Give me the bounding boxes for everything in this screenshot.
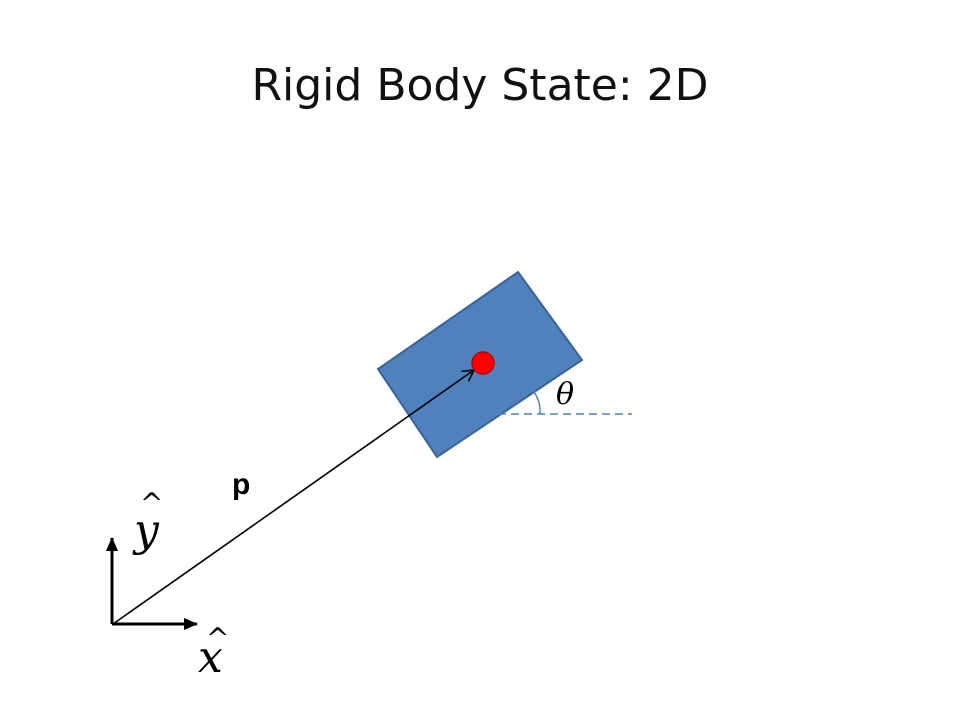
position-vector bbox=[112, 369, 476, 625]
y-axis-letter: y bbox=[132, 505, 160, 556]
y-axis-hat: ^ bbox=[140, 487, 163, 520]
x-axis-letter: x bbox=[198, 632, 223, 683]
x-axis-label: ^ x bbox=[198, 622, 229, 683]
position-vector-label: p bbox=[232, 468, 250, 501]
center-of-mass-dot bbox=[471, 351, 495, 375]
slide-title: Rigid Body State: 2D bbox=[251, 60, 709, 111]
x-axis-hat: ^ bbox=[206, 622, 229, 655]
angle-arc bbox=[530, 387, 541, 415]
angle-label: θ bbox=[556, 377, 574, 412]
y-axis-label: ^ y bbox=[132, 487, 163, 556]
